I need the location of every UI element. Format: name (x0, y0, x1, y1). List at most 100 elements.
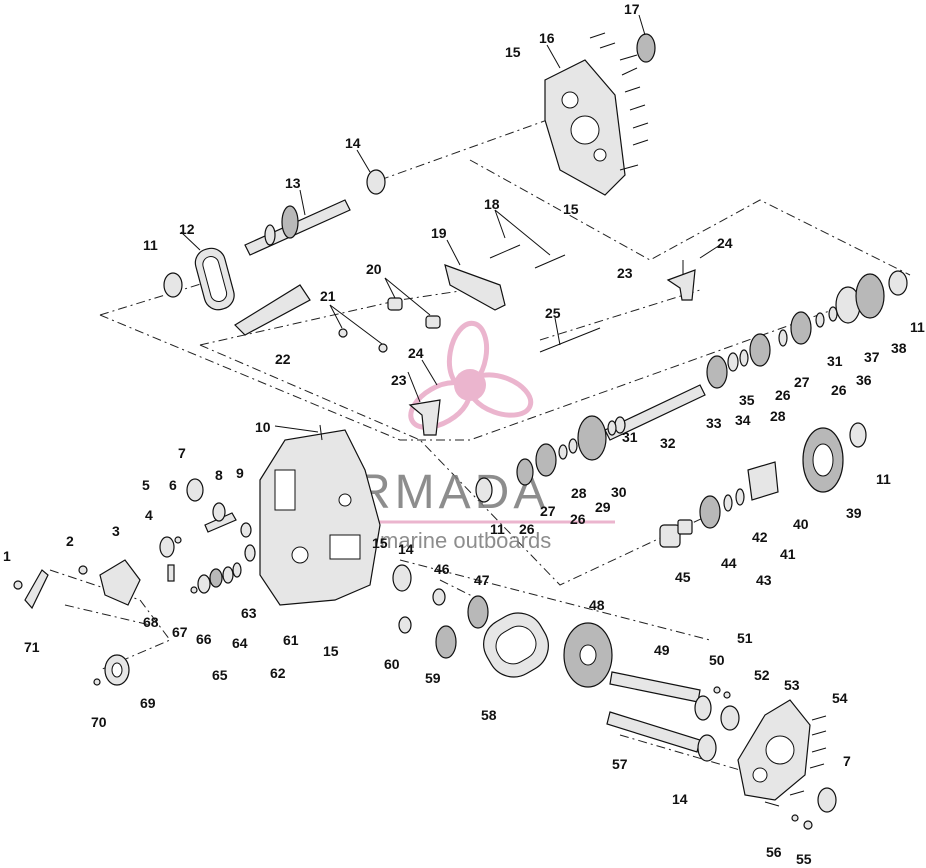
bolts-lower-cover (764, 715, 827, 807)
part-cover-3 (99, 559, 141, 606)
part-shaft-22 (234, 284, 311, 336)
callout-61: 61 (283, 632, 299, 648)
callout-10: 10 (255, 419, 271, 435)
callout-42: 42 (752, 529, 768, 545)
assembly-guide-lines (49, 109, 911, 771)
part-washer-29 (568, 438, 578, 454)
part-bearing-11-mid (475, 477, 493, 503)
callout-15-housing: 15 (372, 535, 388, 551)
part-spacer-20a (387, 297, 403, 311)
callout-1: 1 (3, 548, 11, 564)
callout-25: 25 (545, 305, 561, 321)
part-seal-7-low (817, 787, 837, 813)
part-shaft-57 (606, 711, 701, 753)
callout-labels: 1 2 3 4 5 6 7 8 9 10 11 12 13 14 15 16 1… (3, 1, 925, 867)
callout-26-lowest: 26 (519, 521, 535, 537)
callout-22: 22 (275, 351, 291, 367)
part-bracket-19 (444, 264, 506, 311)
callout-23-lower: 23 (391, 372, 407, 388)
callout-43: 43 (756, 572, 772, 588)
callout-41: 41 (780, 546, 796, 562)
callout-3: 3 (112, 523, 120, 539)
callout-52: 52 (754, 667, 770, 683)
part-bearing-11-lower (849, 422, 867, 448)
callout-24-lower: 24 (408, 345, 424, 361)
part-cover-53 (737, 699, 811, 801)
callout-44: 44 (721, 555, 737, 571)
part-screw-1 (13, 580, 23, 590)
part-bearing-7 (186, 478, 204, 502)
callout-39: 39 (846, 505, 862, 521)
callout-21: 21 (320, 288, 336, 304)
part-gear-39 (802, 427, 844, 493)
part-stub-45 (659, 519, 693, 548)
part-screw-70 (93, 678, 101, 686)
part-plate-41 (747, 461, 779, 501)
callout-54: 54 (832, 690, 848, 706)
leader-lines (180, 14, 721, 433)
callout-50: 50 (709, 652, 725, 668)
callout-28-lower: 28 (571, 485, 587, 501)
callout-47: 47 (474, 572, 490, 588)
part-gear-59 (435, 625, 457, 659)
part-bearing-8 (212, 502, 226, 522)
callout-60: 60 (384, 656, 400, 672)
part-ring-64 (222, 566, 234, 584)
callout-62: 62 (270, 665, 286, 681)
callout-11-mid: 11 (490, 521, 505, 537)
part-seal-4 (159, 536, 175, 558)
part-nut-21a (338, 328, 348, 338)
callout-28-upper: 28 (770, 408, 786, 424)
callout-7: 7 (178, 445, 186, 461)
part-pin-18b (534, 254, 566, 269)
callout-24-upper: 24 (717, 235, 733, 251)
callout-71: 71 (24, 639, 40, 655)
callout-26-upper: 26 (831, 382, 847, 398)
part-washer-42 (735, 488, 745, 506)
callout-57: 57 (612, 756, 628, 772)
watermark-tagline: marine outboards (380, 528, 551, 553)
part-gear-27b (535, 443, 557, 477)
callout-11-right: 11 (910, 319, 925, 335)
part-seal-52 (720, 705, 740, 731)
part-bearing-69 (104, 654, 130, 686)
callout-63: 63 (241, 605, 257, 621)
part-screw-2 (78, 565, 88, 575)
callout-55: 55 (796, 851, 812, 867)
part-spring-68 (167, 564, 175, 582)
part-bearing-14-low-b (697, 734, 717, 762)
part-bearing-14-low-a (694, 695, 712, 721)
part-screw-67 (190, 586, 198, 594)
callout-15-cover: 15 (563, 201, 579, 217)
part-gear-33 (706, 355, 728, 389)
part-bushing-60 (398, 616, 412, 634)
part-pin-18a (489, 244, 521, 259)
part-ball-5 (174, 536, 182, 544)
callout-56: 56 (766, 844, 782, 860)
callout-46: 46 (434, 561, 450, 577)
callout-12: 12 (179, 221, 195, 237)
callout-13: 13 (285, 175, 301, 191)
part-ring-66 (197, 574, 211, 594)
part-gear-28 (749, 333, 771, 367)
callout-14-lower: 14 (672, 791, 688, 807)
part-washer-56 (791, 814, 799, 822)
part-washer-26 (778, 329, 788, 347)
part-washer-35 (739, 349, 749, 367)
callout-49: 49 (654, 642, 670, 658)
callout-27-lower: 27 (540, 503, 556, 519)
callout-31-upper: 31 (827, 353, 843, 369)
callout-33: 33 (706, 415, 722, 431)
part-gear-37 (855, 273, 885, 319)
callout-69: 69 (140, 695, 156, 711)
callout-27-upper: 27 (794, 374, 810, 390)
callout-59: 59 (425, 670, 441, 686)
callout-17: 17 (624, 1, 640, 17)
part-gear-26 (516, 458, 534, 486)
callout-35: 35 (739, 392, 755, 408)
part-gear-34 (727, 352, 739, 372)
callout-31-lower: 31 (622, 429, 638, 445)
callout-11-left: 11 (143, 237, 158, 253)
callout-36: 36 (856, 372, 872, 388)
part-bearing-11-right (888, 270, 908, 296)
